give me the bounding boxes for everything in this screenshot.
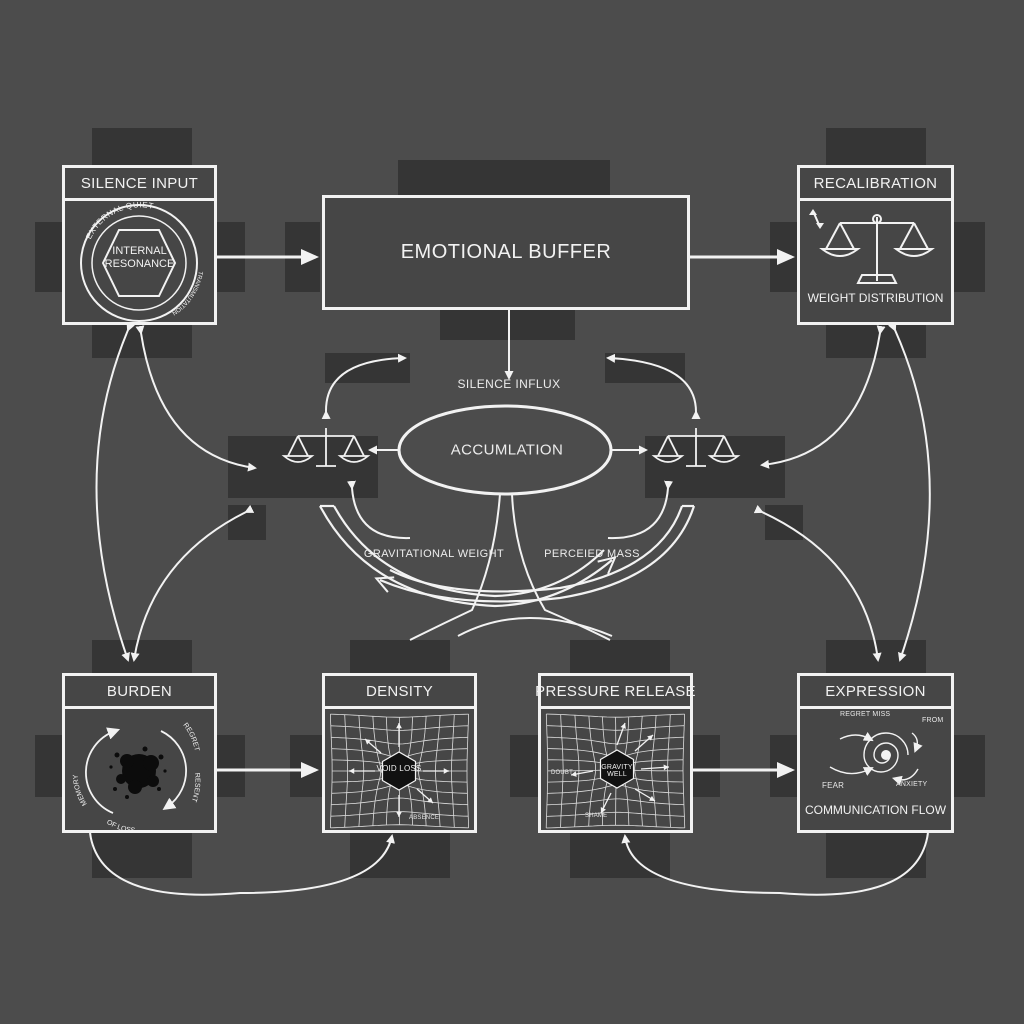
- node-title: DENSITY: [325, 676, 474, 709]
- node-pressure-release[interactable]: PRESSURE RELEASE GRAVITY WELL DOUBT SHAM…: [535, 673, 696, 833]
- grid-line: [634, 716, 643, 827]
- balance-scale-icon: [809, 209, 935, 284]
- force-arrowhead: [663, 764, 669, 771]
- force-arrowhead: [571, 771, 577, 777]
- grid-line: [667, 714, 671, 828]
- edge-label-gravitational-weight: GRAVITATIONAL WEIGHT: [363, 548, 505, 560]
- core-label: VOID LOSS: [376, 764, 422, 773]
- warped-grid-icon: [330, 713, 469, 829]
- grid-line: [546, 811, 685, 817]
- spiral-flow-icon: [829, 731, 923, 786]
- core-label: GRAVITY WELL: [601, 764, 633, 778]
- fear-label: FEAR: [822, 781, 845, 790]
- node-emotional-buffer[interactable]: EMOTIONAL BUFFER: [322, 195, 690, 310]
- grid-line: [651, 715, 657, 827]
- node-title: PRESSURE RELEASE: [535, 676, 696, 709]
- node-title: EMOTIONAL BUFFER: [400, 241, 612, 263]
- node-accumulation[interactable]: ACCUMLATION: [450, 441, 564, 459]
- grid-line: [546, 824, 685, 829]
- edge-label-perceived-mass: PERCEIED MASS: [544, 548, 640, 560]
- grid-line: [418, 716, 427, 826]
- force-arrowhead: [349, 768, 355, 774]
- left-label: DOUBT: [551, 770, 573, 776]
- force-arrowhead: [443, 768, 449, 774]
- node-expression[interactable]: EXPRESSION REGRET MISS FROM FEAR ANXIETY: [797, 673, 954, 833]
- bottom-label: SHAME: [585, 813, 608, 819]
- caption: WEIGHT DISTRIBUTION: [807, 291, 944, 305]
- grid-line: [330, 713, 469, 718]
- balance-scale-left-icon: [283, 427, 369, 467]
- force-arrowhead: [365, 739, 371, 745]
- ring-and-hexagon-icon: EXTERNAL QUIET TRANSMUTATION: [80, 200, 203, 322]
- corner-label: ABSENCE: [409, 815, 440, 821]
- node-title: BURDEN: [65, 676, 214, 709]
- node-silence-input[interactable]: SILENCE INPUT EXTERNAL QUIET TRANSMUTATI…: [62, 165, 217, 325]
- grid-line: [466, 714, 469, 828]
- grid-line: [330, 824, 469, 829]
- grid-line: [546, 798, 684, 806]
- edge-label-silence-influx: SILENCE INFLUX: [457, 377, 561, 391]
- right-label: FROM: [922, 717, 944, 724]
- warped-grid-icon: [545, 713, 686, 829]
- core-hexagon: [381, 751, 417, 791]
- force-arrowhead: [600, 807, 606, 813]
- force-arrowhead: [427, 797, 433, 803]
- node-title: RECALIBRATION: [800, 168, 951, 201]
- svg-text:RESENT: RESENT: [190, 773, 201, 804]
- force-arrowhead: [620, 723, 626, 729]
- node-burden[interactable]: BURDEN: [62, 673, 217, 835]
- inner-label: INTERNAL RESONANCE: [104, 245, 175, 270]
- node-title: SILENCE INPUT: [65, 168, 214, 201]
- force-arrowhead: [396, 811, 402, 817]
- node-title: EXPRESSION: [800, 676, 951, 709]
- anxiety-label: ANXIETY: [896, 781, 928, 788]
- ring-right2-label: RESENT: [190, 773, 201, 804]
- top-label: REGRET MISS: [840, 711, 891, 718]
- force-arrowhead: [396, 723, 402, 729]
- balance-scale-right-icon: [653, 427, 739, 467]
- resonance-illustration: EXTERNAL QUIET TRANSMUTATION INTERNAL RE…: [65, 200, 214, 322]
- core-hexagon: [599, 749, 635, 789]
- burden-cycle-icon: MEMORY REGRET RESENT OF LOSS: [73, 722, 201, 835]
- node-density[interactable]: DENSITY VOID LOSS ABSENCE: [322, 673, 477, 833]
- caption: COMMUNICATION FLOW: [804, 803, 947, 817]
- node-recalibration[interactable]: RECALIBRATION WEIGHT DISTRIBUTION: [797, 165, 954, 325]
- grid-line: [682, 714, 686, 828]
- force-arrowhead: [649, 795, 655, 801]
- force-arrowhead: [647, 735, 653, 741]
- grid-line: [451, 714, 455, 828]
